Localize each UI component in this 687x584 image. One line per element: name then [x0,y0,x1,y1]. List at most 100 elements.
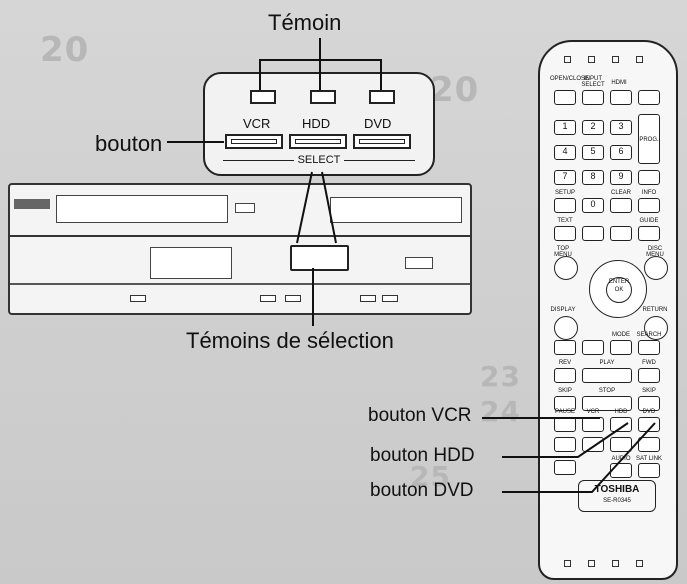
timer-prog-button[interactable] [638,170,660,185]
disc-menu-button[interactable] [644,256,668,280]
info-button[interactable] [638,198,660,213]
slow-button[interactable] [582,437,604,452]
hdd-remote-label: HDD [614,409,628,415]
remote-marker [564,56,571,63]
number-button-4[interactable]: 4 [554,145,576,160]
stop-label: STOP [598,388,616,394]
number-button-7[interactable]: 7 [554,170,576,185]
variable-skip-button[interactable] [610,226,632,241]
hdd-caption: HDD [302,116,331,131]
enter-ok-button[interactable]: ENTER OK [606,277,632,303]
record-button[interactable] [638,437,660,452]
dvd-disc-tray [330,197,462,223]
vcr-indicator-light [250,90,276,104]
time-slip-button[interactable] [554,437,576,452]
input-select-button[interactable] [582,90,604,105]
hdd-remote-button[interactable] [610,417,632,432]
direction-pad[interactable]: ENTER OK [589,260,647,318]
background-faded-number: 20 [430,70,480,110]
remote-marker [588,560,595,567]
hdd-select-button[interactable] [289,134,347,149]
vcr-caption: VCR [243,116,271,131]
play-button[interactable] [582,368,632,383]
stop-button[interactable] [582,396,632,411]
vcr-remote-label: VCR [586,409,600,415]
background-faded-number: 25 [410,460,451,493]
recorder-display [150,247,232,279]
number-button-0[interactable]: 0 [582,198,604,213]
guide-label: GUIDE [639,218,659,224]
dvd-select-button[interactable] [353,134,411,149]
remote-button-b[interactable] [582,340,604,355]
setup-button[interactable] [554,198,576,213]
rev-label: REV [558,360,572,366]
display-label: DISPLAY [550,307,576,313]
remote-button-a[interactable] [554,340,576,355]
skip-back-button[interactable] [554,396,576,411]
bouton-dvd-label: bouton DVD [370,480,474,501]
channel-up-down-button[interactable] [638,114,660,164]
skip-back-label: SKIP [558,388,572,394]
number-button-6[interactable]: 6 [610,145,632,160]
remote-brand-plate: TOSHIBA SE-R0345 [578,480,656,512]
remote-model: SE-R0345 [603,498,631,504]
front-input-jack [405,257,433,269]
recorder-base [10,284,470,313]
hdmi-button[interactable] [610,90,632,105]
remote-control: OPEN/CLOSE INPUT SELECT HDMI 1 2 3 PROG.… [538,40,678,580]
dvd-button-leader [502,422,656,493]
power-button[interactable] [638,90,660,105]
rev-button[interactable] [554,368,576,383]
text-button[interactable] [554,226,576,241]
recorder-top-section [10,185,470,237]
recorder-base-key[interactable] [382,295,398,302]
subtitle-button[interactable] [554,460,576,475]
display-button[interactable] [554,316,578,340]
clear-label: CLEAR [610,190,631,196]
sat-link-button[interactable] [638,463,660,478]
return-label: RETURN [642,307,668,313]
background-faded-number: 20 [40,30,90,70]
search-button[interactable] [638,340,660,355]
open-close-button[interactable] [554,90,576,105]
top-menu-button[interactable] [554,256,578,280]
recorder-base-key[interactable] [130,295,146,302]
recorder-base-key[interactable] [260,295,276,302]
select-area-highlight [290,245,349,271]
pause-label: PAUSE [555,409,575,415]
number-button-5[interactable]: 5 [582,145,604,160]
recorder-control-strip [10,237,470,284]
dvd-caption: DVD [364,116,392,131]
number-button-1[interactable]: 1 [554,120,576,135]
number-button-2[interactable]: 2 [582,120,604,135]
vcr-select-button[interactable] [225,134,283,149]
recorder-base-key[interactable] [285,295,301,302]
dvd-remote-button[interactable] [638,417,660,432]
number-button-8[interactable]: 8 [582,170,604,185]
return-button[interactable] [644,316,668,340]
bouton-label: bouton [95,131,163,156]
remote-marker [564,560,571,567]
mode-button[interactable] [610,340,632,355]
hdmi-label: HDMI [611,80,627,86]
setup-label: SETUP [554,190,575,196]
callout-right-connector [321,171,337,244]
recorder-brand-plate [14,199,50,209]
number-button-9[interactable]: 9 [610,170,632,185]
guide-button[interactable] [638,226,660,241]
clear-button[interactable] [610,198,632,213]
top-menu-label: TOP MENU [554,246,572,258]
number-button-3[interactable]: 3 [610,120,632,135]
recorder-base-key[interactable] [360,295,376,302]
recorder-small-window [235,203,255,213]
remote-button-c[interactable] [610,437,632,452]
variable-replay-button[interactable] [582,226,604,241]
play-label: PLAY [599,360,615,366]
fwd-label: FWD [642,360,656,366]
input-select-label: INPUT SELECT [581,76,605,88]
skip-forward-button[interactable] [638,396,660,411]
disc-menu-label: DISC MENU [646,246,664,258]
fwd-button[interactable] [638,368,660,383]
remote-brand: TOSHIBA [594,484,640,495]
remote-marker [636,560,643,567]
